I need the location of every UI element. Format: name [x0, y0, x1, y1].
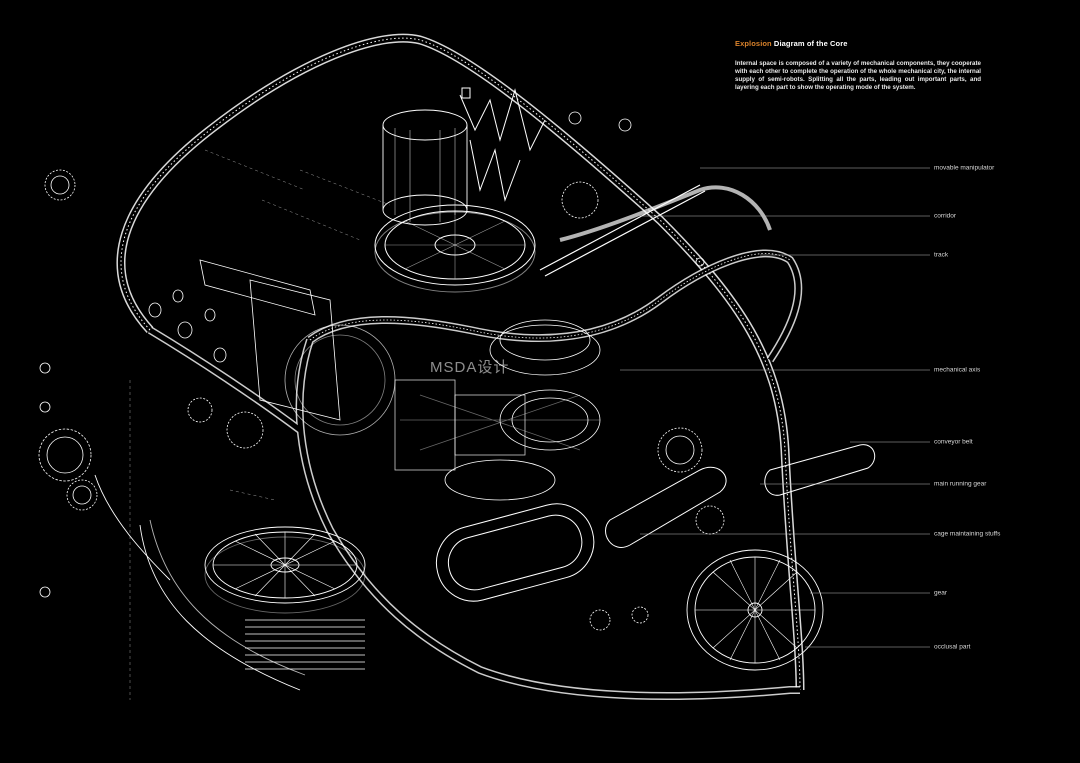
- label-gear: gear: [934, 589, 948, 597]
- label-cage-maintaining-stuffs: cage maintaining stuffs: [934, 530, 1001, 538]
- bolts: [148, 289, 227, 363]
- title-rest: Diagram of the Core: [771, 39, 848, 48]
- occlusal-arc: [94, 474, 306, 691]
- label-conveyor-belt: conveyor belt: [934, 438, 973, 446]
- winding-corridor: [147, 249, 803, 700]
- small-gears: [38, 111, 725, 631]
- label-movable-manipulator: movable manipulator: [934, 164, 995, 172]
- leader-lines: [620, 167, 930, 648]
- left-gear-panel: [199, 259, 396, 436]
- label-track: track: [934, 251, 949, 259]
- central-machinery: [394, 319, 601, 501]
- title-accent: Explosion: [735, 39, 772, 48]
- conveyor-belt-part: [605, 444, 876, 548]
- manipulator-arms: [459, 87, 546, 202]
- diagram-description: Internal space is composed of a variety …: [735, 60, 981, 92]
- explosion-guides: [129, 149, 391, 700]
- watermark: MSDA设计: [430, 359, 510, 376]
- corridor-tube: [116, 33, 805, 691]
- track-rail: [539, 184, 772, 277]
- upper-cylinder: [382, 109, 468, 226]
- stacked-plates: [245, 619, 365, 670]
- label-main-running-gear: main running gear: [934, 480, 987, 488]
- label-occlusal-part: occlusal part: [934, 643, 971, 651]
- diagram-title: Explosion Diagram of the Core: [735, 39, 848, 48]
- main-ring: [374, 204, 536, 293]
- label-corridor: corridor: [934, 212, 957, 220]
- label-mechanical-axis: mechanical axis: [934, 366, 981, 374]
- right-wheel: [686, 549, 824, 671]
- conveyor-belt-loop: [435, 503, 595, 602]
- bottom-wheel: [204, 526, 366, 614]
